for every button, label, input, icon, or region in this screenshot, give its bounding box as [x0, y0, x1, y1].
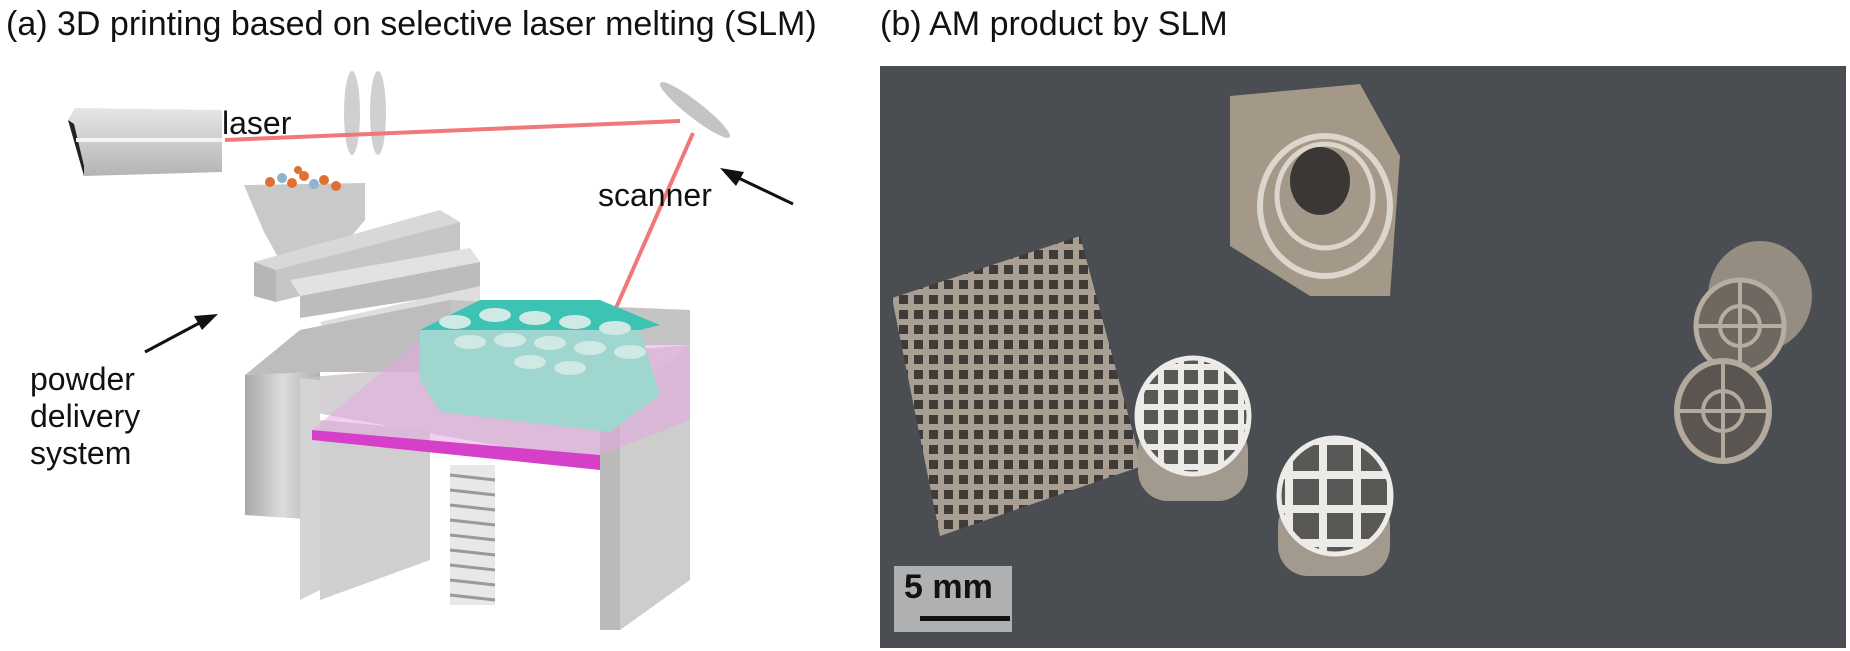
powder-label-line2: delivery	[30, 398, 141, 434]
lift-screw	[449, 465, 496, 605]
scale-bar-line	[920, 616, 1010, 621]
cylinder-part	[1693, 241, 1812, 375]
powder-label-line1: powder	[30, 361, 135, 397]
printed-part	[420, 300, 660, 432]
scale-bar: 5 mm	[894, 566, 1012, 632]
powder-delivery-arrow-icon	[144, 314, 218, 354]
photo-content	[880, 66, 1846, 648]
build-platform	[312, 430, 600, 470]
powder-label-line3: system	[30, 435, 132, 471]
lattice-plate	[892, 236, 1142, 536]
gyroid-cube	[1230, 84, 1400, 296]
scale-bar-label: 5 mm	[904, 568, 993, 606]
recoater	[254, 210, 460, 270]
panel-b-title: (b) AM product by SLM	[880, 5, 1228, 43]
scanner-label: scanner	[598, 177, 712, 213]
am-product-photo	[880, 66, 1846, 648]
ring-part	[1674, 358, 1772, 464]
round-lattice-fine	[1134, 355, 1252, 501]
slm-schematic	[68, 71, 794, 630]
panel-a-title: (a) 3D printing based on selective laser…	[6, 5, 817, 43]
laser-beam	[224, 119, 681, 142]
scanner-mirror	[659, 82, 731, 138]
laser-label: laser	[222, 105, 292, 141]
scanner-arrow-icon	[720, 168, 794, 206]
lens-1	[344, 71, 360, 155]
laser-beam-deflected	[614, 132, 695, 309]
laser-source	[68, 108, 222, 176]
round-lattice-coarse	[1276, 435, 1394, 576]
lens-2	[370, 71, 386, 155]
